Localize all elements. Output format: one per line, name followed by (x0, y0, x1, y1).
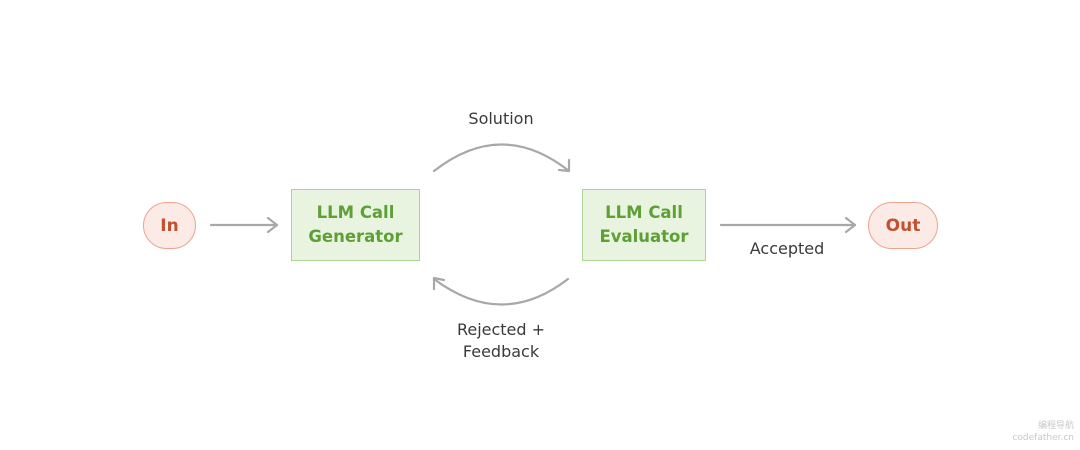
generator-node-label-line2: Generator (308, 227, 403, 246)
accepted-edge-label: Accepted (727, 238, 847, 260)
arrowhead-in-to-generator (266, 216, 279, 234)
evaluator-node-label-line1: LLM Call (605, 203, 683, 222)
generator-node: LLM Call Generator (291, 189, 420, 261)
rejected-edge-label: Rejected + Feedback (441, 319, 561, 363)
arrowhead-solution (557, 158, 571, 173)
arrowhead-rejected (432, 276, 446, 291)
generator-node-label-line1: LLM Call (316, 203, 395, 222)
watermark-title: 编程导航 (1037, 421, 1074, 431)
evaluator-node-label-line2: Evaluator (599, 227, 689, 246)
arrowhead-evaluator-to-out (844, 216, 857, 234)
input-node-label: In (160, 215, 179, 236)
output-node: Out (868, 202, 938, 249)
accepted-edge-text: Accepted (749, 239, 825, 258)
arrow-rejected-arc (432, 277, 570, 306)
watermark-domain: codefather.cn (1012, 433, 1074, 443)
rejected-edge-text-line2: Feedback (462, 342, 540, 361)
solution-edge-text: Solution (468, 109, 534, 128)
input-node: In (143, 202, 196, 249)
arrow-solution-arc (432, 143, 571, 173)
evaluator-node: LLM Call Evaluator (582, 189, 706, 261)
solution-edge-label: Solution (441, 108, 561, 130)
rejected-edge-text-line1: Rejected + (456, 320, 546, 339)
output-node-label: Out (885, 215, 921, 236)
